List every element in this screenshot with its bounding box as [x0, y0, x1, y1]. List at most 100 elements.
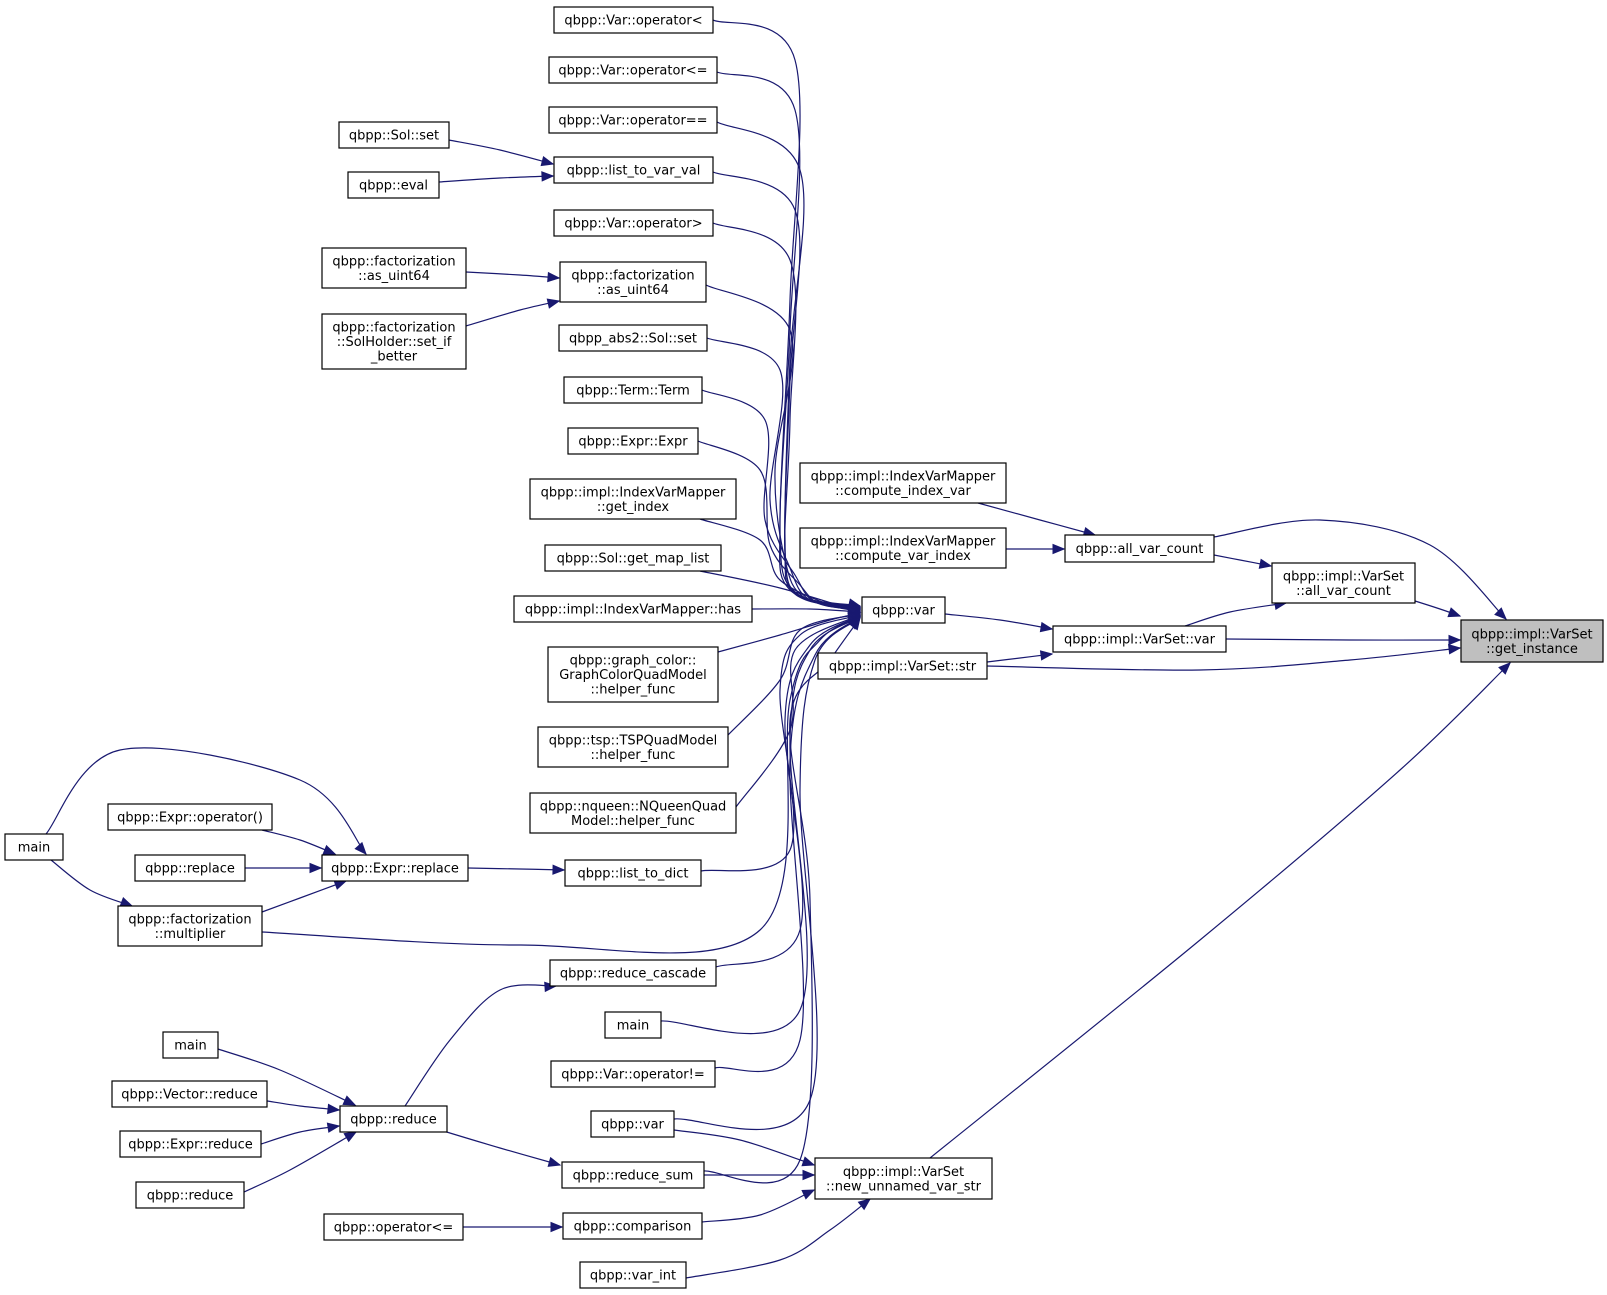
- node-opeq-label-line-0: qbpp::Var::operator==: [558, 114, 707, 129]
- arrowhead-vsstr-to-vsvar: [1039, 650, 1054, 661]
- node-getidx[interactable]: qbpp::impl::IndexVarMapper::get_index: [529, 478, 737, 520]
- node-civ[interactable]: qbpp::impl::IndexVarMapper::compute_inde…: [799, 462, 1007, 504]
- node-red[interactable]: qbpp::reduce: [339, 1105, 448, 1133]
- node-vecred-box: [111, 1080, 268, 1108]
- node-exop-box: [107, 803, 273, 831]
- node-red-box: [339, 1105, 448, 1133]
- node-shsb[interactable]: qbpp::factorization::SolHolder::set_if_b…: [321, 313, 467, 370]
- node-tsphf[interactable]: qbpp::tsp::TSPQuadModel::helper_func: [537, 726, 729, 768]
- node-main3-box: [162, 1031, 219, 1059]
- node-expr-label-line-0: qbpp::Expr::Expr: [578, 435, 688, 450]
- node-var-label-line-0: qbpp::var: [872, 604, 935, 619]
- node-main1[interactable]: main: [4, 833, 64, 861]
- node-fauint2[interactable]: qbpp::factorization::as_uint64: [321, 247, 467, 289]
- arrowhead-nuvs-to-gi: [1498, 662, 1511, 675]
- node-exrep-label-line-0: qbpp::Expr::replace: [331, 862, 459, 877]
- edge-cmp-to-nuvs: [701, 1189, 815, 1223]
- node-cmp[interactable]: qbpp::comparison: [562, 1212, 703, 1240]
- arrowhead-vsvar-to-gi: [1448, 634, 1462, 646]
- node-opne-label-line-0: qbpp::Var::operator!=: [561, 1068, 705, 1083]
- node-main3[interactable]: main: [162, 1031, 219, 1059]
- edge-opne-to-var: [714, 616, 861, 1073]
- arrowhead-solset-to-l2vv: [540, 155, 555, 167]
- node-ople-label-line-0: qbpp::Var::operator<=: [558, 64, 707, 79]
- node-redc[interactable]: qbpp::reduce_cascade: [549, 959, 717, 987]
- node-gi-label-line-1: ::get_instance: [1486, 642, 1578, 657]
- node-red-label-line-0: qbpp::reduce: [350, 1113, 436, 1128]
- node-ople-box: [548, 56, 718, 84]
- arrowhead-fmul-to-exrep: [333, 880, 348, 890]
- node-opeq[interactable]: qbpp::Var::operator==: [548, 106, 718, 134]
- node-vsstr-label-line-0: qbpp::impl::VarSet::str: [829, 660, 977, 675]
- node-fmul[interactable]: qbpp::factorization::multiplier: [117, 905, 263, 947]
- node-opne[interactable]: qbpp::Var::operator!=: [550, 1060, 716, 1088]
- node-fmul-label-line-0: qbpp::factorization: [128, 912, 251, 927]
- node-gml-box: [544, 544, 722, 572]
- node-rep-box: [134, 854, 246, 882]
- node-civ-label-line-1: ::compute_index_var: [835, 484, 971, 499]
- node-exop[interactable]: qbpp::Expr::operator(): [107, 803, 273, 831]
- node-nqhf[interactable]: qbpp::nqueen::NQueenQuadModel::helper_fu…: [529, 792, 737, 834]
- node-var2[interactable]: qbpp::var: [590, 1110, 675, 1138]
- node-gchf[interactable]: qbpp::graph_color::GraphColorQuadModel::…: [547, 646, 719, 703]
- node-eval[interactable]: qbpp::eval: [347, 171, 440, 199]
- node-cvi-label-line-0: qbpp::impl::IndexVarMapper: [811, 534, 996, 549]
- node-red2[interactable]: qbpp::reduce: [135, 1181, 245, 1209]
- node-main3-label-line-0: main: [174, 1039, 206, 1054]
- node-l2vv[interactable]: qbpp::list_to_var_val: [553, 156, 714, 184]
- nodes-layer: qbpp::impl::VarSet::get_instanceqbpp::im…: [4, 6, 1604, 1289]
- edge-red2-to-red: [243, 1131, 357, 1193]
- node-vsvar-box: [1052, 625, 1227, 653]
- edge-l2vv-to-var: [712, 171, 861, 609]
- node-solset[interactable]: qbpp::Sol::set: [338, 121, 450, 149]
- node-main1-label-line-0: main: [18, 841, 50, 856]
- node-var[interactable]: qbpp::var: [861, 596, 946, 624]
- node-expr[interactable]: qbpp::Expr::Expr: [567, 427, 699, 455]
- node-opeq-box: [548, 106, 718, 134]
- arrowhead-avc-to-avc2: [1258, 558, 1273, 569]
- node-has[interactable]: qbpp::impl::IndexVarMapper::has: [513, 595, 753, 623]
- edge-varint-to-nuvs: [685, 1198, 871, 1279]
- edge-vsvar-to-avc2: [1184, 602, 1287, 627]
- node-l2d[interactable]: qbpp::list_to_dict: [564, 859, 702, 887]
- node-opgt[interactable]: qbpp::Var::operator>: [553, 209, 714, 237]
- node-nuvs[interactable]: qbpp::impl::VarSet::new_unnamed_var_str: [814, 1157, 993, 1200]
- node-gml[interactable]: qbpp::Sol::get_map_list: [544, 544, 722, 572]
- node-main2[interactable]: main: [604, 1011, 662, 1039]
- node-var-box: [861, 596, 946, 624]
- node-avc[interactable]: qbpp::all_var_count: [1064, 534, 1215, 563]
- arrowhead-exred-to-red: [326, 1122, 341, 1133]
- node-solset-label-line-0: qbpp::Sol::set: [349, 129, 439, 144]
- node-oplt[interactable]: qbpp::Var::operator<: [553, 6, 714, 34]
- node-red2-label-line-0: qbpp::reduce: [147, 1189, 233, 1204]
- node-nqhf-label-line-0: qbpp::nqueen::NQueenQuad: [540, 799, 727, 814]
- edge-fmul-to-exrep: [261, 880, 347, 913]
- node-vecred[interactable]: qbpp::Vector::reduce: [111, 1080, 268, 1108]
- node-avc2[interactable]: qbpp::impl::VarSet::all_var_count: [1271, 562, 1416, 604]
- node-nuvs-label-line-1: ::new_unnamed_var_str: [826, 1179, 982, 1194]
- node-rep[interactable]: qbpp::replace: [134, 854, 246, 882]
- node-ople[interactable]: qbpp::Var::operator<=: [548, 56, 718, 84]
- node-vecred-label-line-0: qbpp::Vector::reduce: [121, 1088, 257, 1103]
- node-exred[interactable]: qbpp::Expr::reduce: [119, 1130, 262, 1158]
- node-l2vv-box: [553, 156, 714, 184]
- node-ople2[interactable]: qbpp::operator<=: [323, 1213, 464, 1241]
- node-has-label-line-0: qbpp::impl::IndexVarMapper::has: [525, 603, 741, 618]
- node-getidx-label-line-0: qbpp::impl::IndexVarMapper: [541, 485, 726, 500]
- node-varint-label-line-0: qbpp::var_int: [590, 1269, 676, 1284]
- node-vsstr[interactable]: qbpp::impl::VarSet::str: [817, 652, 988, 680]
- node-cvi-label-line-1: ::compute_var_index: [835, 549, 971, 564]
- node-gi[interactable]: qbpp::impl::VarSet::get_instance: [1460, 619, 1604, 663]
- node-cvi[interactable]: qbpp::impl::IndexVarMapper::compute_var_…: [799, 527, 1007, 569]
- node-abs2[interactable]: qbpp_abs2::Sol::set: [558, 324, 708, 352]
- node-redsum[interactable]: qbpp::reduce_sum: [561, 1161, 705, 1189]
- node-exrep[interactable]: qbpp::Expr::replace: [321, 854, 469, 882]
- node-fauint[interactable]: qbpp::factorization::as_uint64: [559, 261, 707, 303]
- node-cvi-box: [799, 527, 1007, 569]
- node-term[interactable]: qbpp::Term::Term: [563, 376, 703, 404]
- arrowhead-red-to-redsum: [547, 1156, 562, 1167]
- node-exred-label-line-0: qbpp::Expr::reduce: [128, 1138, 253, 1153]
- node-vsvar[interactable]: qbpp::impl::VarSet::var: [1052, 625, 1227, 653]
- node-has-box: [513, 595, 753, 623]
- node-varint[interactable]: qbpp::var_int: [579, 1261, 687, 1289]
